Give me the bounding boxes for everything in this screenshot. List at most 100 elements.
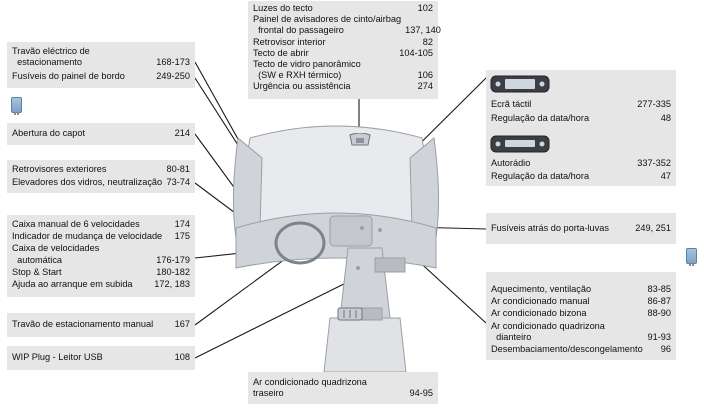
item-label: Ecrã táctil (491, 99, 532, 109)
list-item: Ar condicionado bizona 88-90 (491, 308, 671, 319)
list-item: Regulação da data/hora 47 (491, 171, 671, 182)
item-page: 167 (174, 319, 190, 329)
glovebox-fuses-box: Fusíveis atrás do porta-luvas 249, 251 (486, 213, 676, 244)
item-label: Ajuda ao arranque em subida (12, 279, 133, 290)
item-label: Tecto de abrir (253, 47, 309, 58)
list-item: Ar condicionado manual 86-87 (491, 296, 671, 307)
list-item: Aquecimento, ventilação 83-85 (491, 284, 671, 295)
item-page: 104-105 (399, 47, 433, 58)
multimedia-box: Ecrã táctil 277-335 Regulação da data/hor… (486, 70, 676, 186)
item-label: Ar condicionado quadrizona dianteiro (491, 320, 605, 342)
list-item: Urgência ou assistência 274 (253, 81, 433, 92)
list-item: Caixa de velocidades automática 176-179 (12, 243, 190, 265)
list-item: Retrovisor interior 82 (253, 37, 433, 48)
item-label: Luzes do tecto (253, 3, 313, 13)
item-label: Regulação da data/hora (491, 171, 590, 181)
item-page: 73-74 (166, 177, 191, 188)
item-page: 83-85 (647, 284, 672, 294)
touchscreen-icon (490, 75, 550, 93)
item-label: Aquecimento, ventilação (491, 284, 592, 294)
car-interior-illustration (232, 125, 440, 372)
item-page: 337-352 (637, 158, 671, 168)
wip-plug-box: WIP Plug - Leitor USB 108 (7, 346, 195, 370)
item-page: 175 (174, 231, 190, 242)
list-item: Autorádio 337-352 (491, 158, 671, 169)
item-label: WIP Plug - Leitor USB (12, 352, 103, 362)
item-label: Regulação da data/hora (491, 113, 590, 123)
list-item: Travão eléctrico de estacionamento 168-17… (12, 46, 190, 68)
item-label: Ar condicionado quadrizona traseiro (253, 377, 367, 399)
item-page: 94-95 (409, 388, 434, 399)
item-page: 82 (422, 36, 433, 47)
item-label: Fusíveis do painel de bordo (12, 71, 125, 82)
parking-brake-box: Travão eléctrico de estacionamento 168-17… (7, 42, 195, 88)
item-page: 172, 183 (154, 279, 190, 290)
item-page: 88-90 (647, 308, 672, 319)
list-item: WIP Plug - Leitor USB 108 (12, 352, 190, 363)
item-label: Desembaciamento/descongelamento (491, 344, 643, 355)
climate-box: Aquecimento, ventilação 83-85 Ar condicio… (486, 272, 676, 360)
list-item: Indicador de mudança de velocidade 175 (12, 231, 190, 242)
item-label: Urgência ou assistência (253, 81, 351, 92)
roof-controls-box: Luzes do tecto 102 Painel de avisadores d… (248, 1, 441, 99)
item-label: Retrovisor interior (253, 36, 326, 47)
item-label: Elevadores dos vidros, neutralização (12, 177, 163, 188)
list-item: Regulação da data/hora 48 (491, 113, 671, 124)
item-label: Autorádio (491, 158, 531, 168)
item-label: Ar condicionado manual (491, 296, 590, 307)
item-label: Retrovisores exteriores (12, 164, 107, 174)
item-page: 102 (417, 3, 433, 13)
item-page: 96 (660, 344, 671, 355)
item-page: 249, 251 (635, 223, 671, 233)
item-page: 48 (660, 113, 671, 123)
item-page: 249-250 (156, 71, 190, 82)
item-label: Travão eléctrico de estacionamento (12, 46, 90, 68)
item-label: Caixa de velocidades automática (12, 243, 100, 265)
item-page: 277-335 (637, 99, 671, 109)
item-page: 108 (174, 352, 190, 362)
list-item: Ar condicionado quadrizona traseiro 94-95 (253, 377, 433, 399)
fuse-icon (11, 97, 22, 115)
list-item: Tecto de abrir 104-105 (253, 48, 433, 59)
list-item: Painel de avisadores de cinto/airbag fro… (253, 14, 441, 36)
manual-parking-brake-box: Travão de estacionamento manual 167 (7, 313, 195, 337)
list-item: Luzes do tecto 102 (253, 3, 433, 14)
item-page: 91-93 (647, 331, 672, 342)
item-page: 168-173 (156, 57, 190, 68)
list-item: Ecrã táctil 277-335 (491, 99, 671, 110)
item-page: 86-87 (647, 296, 672, 307)
rear-vent-icon (337, 307, 363, 321)
item-label: Fusíveis atrás do porta-luvas (491, 223, 609, 233)
item-page: 137, 140 (405, 25, 441, 36)
list-item: Fusíveis do painel de bordo 249-250 (12, 71, 190, 82)
item-page: 180-182 (156, 266, 190, 277)
item-label: Ar condicionado bizona (491, 308, 587, 319)
list-item: Ajuda ao arranque em subida 172, 183 (12, 279, 190, 290)
item-page: 176-179 (156, 254, 190, 265)
item-label: Stop & Start (12, 266, 62, 277)
rear-climate-box: Ar condicionado quadrizona traseiro 94-95 (248, 372, 438, 404)
item-page: 214 (174, 128, 190, 138)
list-item: Ar condicionado quadrizona dianteiro 91-9… (491, 321, 671, 343)
list-item: Travão de estacionamento manual 167 (12, 319, 190, 330)
item-page: 106 (417, 70, 433, 81)
list-item: Fusíveis atrás do porta-luvas 249, 251 (491, 223, 671, 234)
list-item: Stop & Start 180-182 (12, 267, 190, 278)
list-item: Desembaciamento/descongelamento 96 (491, 344, 671, 355)
autoradio-icon (490, 135, 550, 153)
item-label: Painel de avisadores de cinto/airbag fro… (253, 14, 402, 36)
item-label: Travão de estacionamento manual (12, 319, 154, 329)
item-page: 47 (660, 171, 671, 181)
item-label: Indicador de mudança de velocidade (12, 231, 163, 242)
item-label: Caixa manual de 6 velocidades (12, 219, 140, 229)
item-page: 274 (417, 81, 433, 92)
list-item: Tecto de vidro panorâmico (SW e RXH térm… (253, 59, 433, 81)
roof-light-icon (349, 133, 371, 146)
